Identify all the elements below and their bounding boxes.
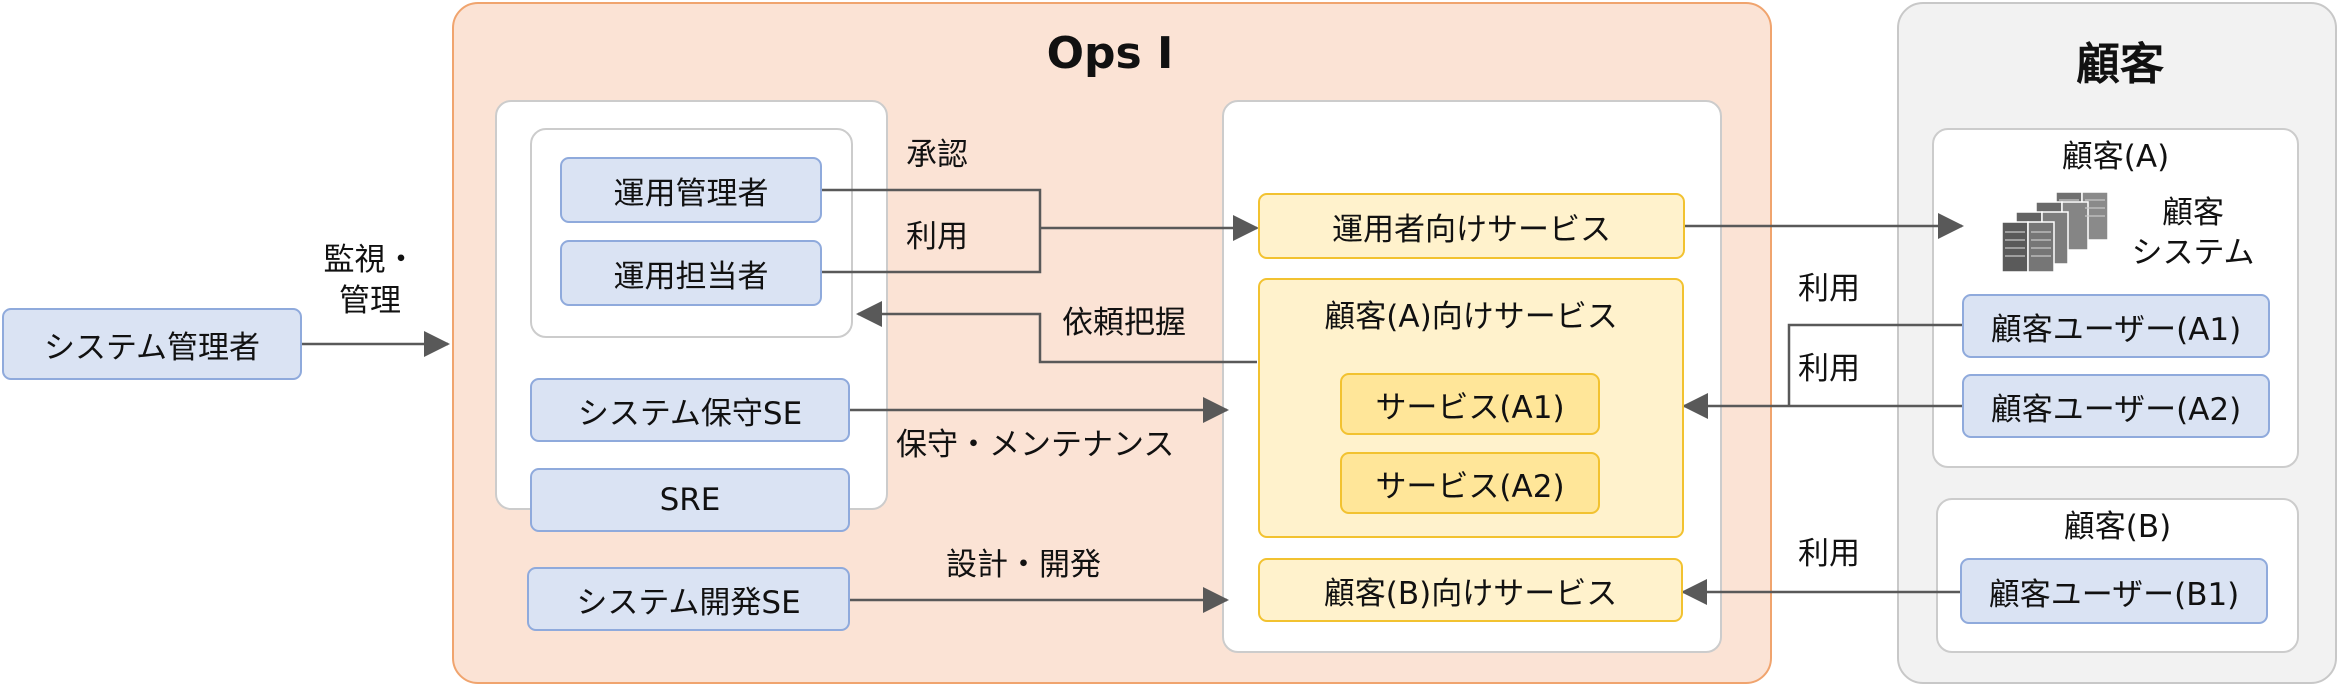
edge-label-maintenance: 保守・メンテナンス bbox=[896, 427, 1175, 463]
customer-b-title: 顧客(B) bbox=[2063, 509, 2172, 545]
arrowhead-admin bbox=[424, 331, 450, 357]
service-a1-box: サービス(A1) bbox=[1340, 373, 1600, 435]
edge-label-use-ops: 利用 bbox=[906, 219, 968, 255]
system-admin-box: システム管理者 bbox=[2, 308, 302, 380]
customer-system-label-2: システム bbox=[2131, 235, 2255, 271]
arrowhead-customer-system bbox=[1938, 213, 1964, 239]
edge-label-request: 依頼把握 bbox=[1062, 305, 1186, 341]
line-user-a1 bbox=[1787, 323, 1962, 406]
arrowhead-b-service bbox=[1681, 579, 1707, 605]
arrowhead-a-service bbox=[1682, 393, 1708, 419]
maintenance-se-box: システム保守SE bbox=[530, 378, 850, 442]
line-staff-use bbox=[822, 228, 1042, 274]
line-manager-approve bbox=[822, 188, 1042, 228]
customer-user-a2-box: 顧客ユーザー(A2) bbox=[1962, 374, 2270, 438]
ops-title: Ops I bbox=[1046, 28, 1174, 79]
ops-staff-box: 運用担当者 bbox=[560, 240, 822, 306]
customer-system-label-1: 顧客 bbox=[2162, 195, 2224, 231]
operator-service-box: 運用者向けサービス bbox=[1258, 193, 1685, 259]
dev-se-box: システム開発SE bbox=[527, 567, 850, 631]
edge-label-use-b1: 利用 bbox=[1798, 536, 1860, 572]
sre-box: SRE bbox=[530, 468, 850, 532]
customer-user-b1-box: 顧客ユーザー(B1) bbox=[1960, 558, 2268, 624]
edge-label-use-a1: 利用 bbox=[1798, 271, 1860, 307]
service-a2-box: サービス(A2) bbox=[1340, 452, 1600, 514]
ops-manager-box: 運用管理者 bbox=[560, 157, 822, 223]
arrowhead-request bbox=[856, 301, 882, 327]
customer-region-title: 顧客 bbox=[2076, 39, 2164, 90]
edge-label-monitor-1: 監視・ bbox=[323, 242, 417, 278]
customer-user-a1-box: 顧客ユーザー(A1) bbox=[1962, 294, 2270, 358]
customer-b-service-box: 顧客(B)向けサービス bbox=[1258, 558, 1683, 622]
edge-label-use-a2: 利用 bbox=[1798, 351, 1860, 387]
arrow-request-back bbox=[858, 312, 1257, 364]
server-rack-icon bbox=[2000, 188, 2115, 274]
arrowhead-maintenance bbox=[1203, 397, 1229, 423]
arrowhead-design-dev bbox=[1203, 587, 1229, 613]
edge-label-approve: 承認 bbox=[906, 137, 968, 173]
customer-a-service-title: 顧客(A)向けサービス bbox=[1324, 299, 1618, 335]
customer-a-title: 顧客(A) bbox=[2061, 139, 2170, 175]
edge-label-monitor-2: 管理 bbox=[339, 283, 401, 319]
edge-label-design-dev: 設計・開発 bbox=[946, 547, 1101, 583]
arrowhead-operator-service bbox=[1233, 215, 1259, 241]
